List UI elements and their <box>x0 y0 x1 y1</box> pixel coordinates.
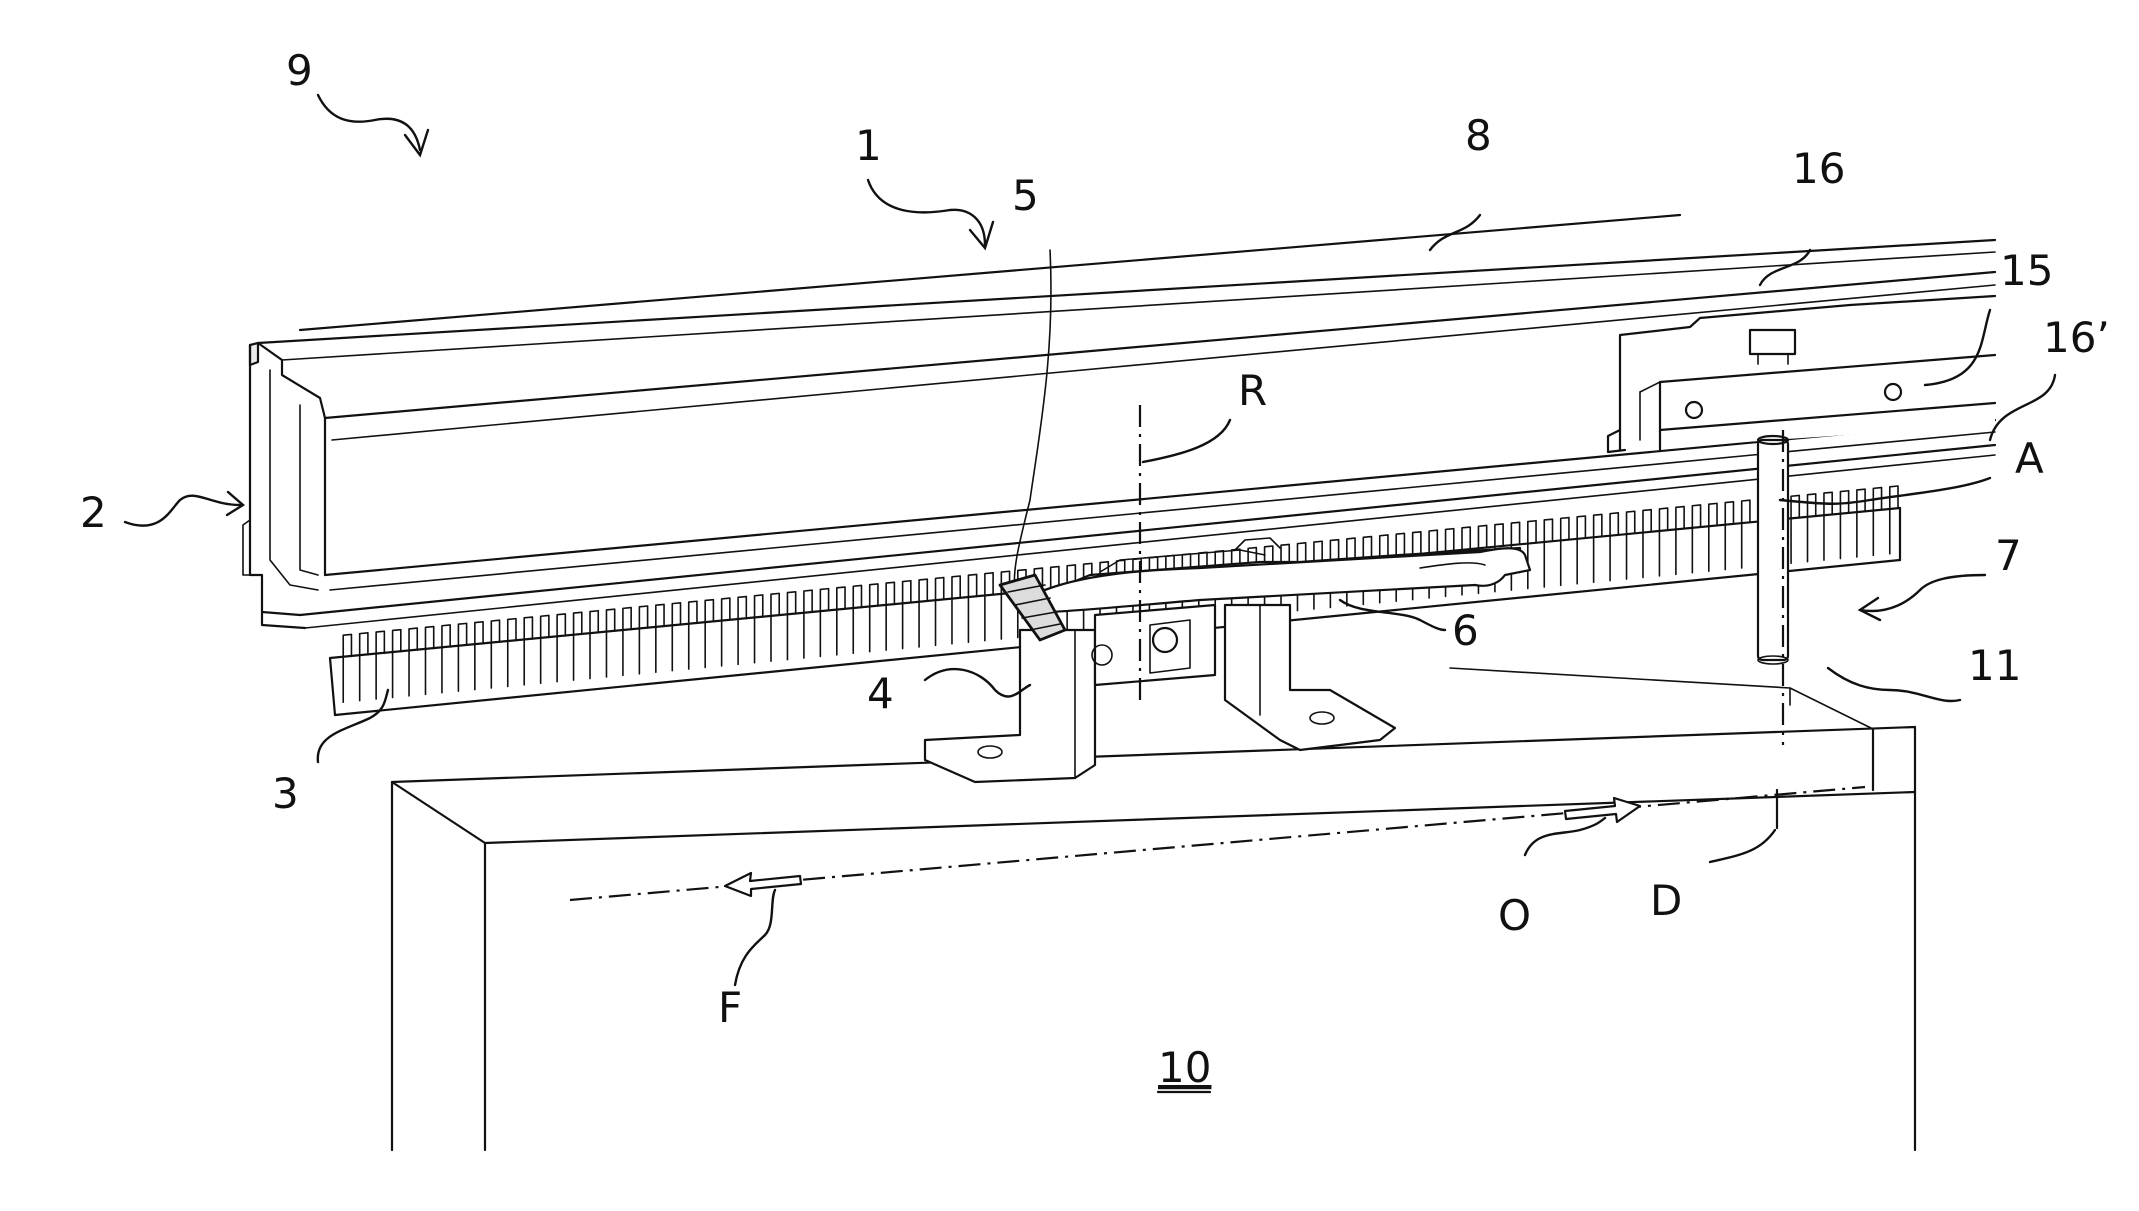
rack-tooth <box>820 589 828 612</box>
door-leaf <box>392 727 1915 1150</box>
label-1: 1 <box>855 121 882 170</box>
label-D: D <box>1650 876 1682 925</box>
rack-tooth <box>1495 524 1503 547</box>
label-3: 3 <box>272 769 299 818</box>
rack-tooth <box>623 608 631 631</box>
label-R: R <box>1238 366 1267 415</box>
label-2: 2 <box>80 488 107 537</box>
label-16: 16 <box>1792 144 1845 193</box>
rack-tooth <box>376 631 384 654</box>
rack-tooth <box>1561 518 1569 541</box>
rack-tooth <box>557 614 565 637</box>
label-10: 10 <box>1158 1043 1211 1092</box>
rack-tooth <box>541 615 549 638</box>
rack-tooth <box>755 595 763 618</box>
rack-tooth <box>656 604 664 627</box>
rack-tooth <box>804 590 812 613</box>
rack-tooth <box>1692 505 1700 528</box>
rack-tooth <box>672 603 680 626</box>
rack-tooth <box>639 606 647 629</box>
rack-tooth <box>393 630 401 653</box>
rack-tooth <box>787 592 795 615</box>
rack-tooth <box>343 634 351 657</box>
rack-tooth <box>1511 522 1519 545</box>
rack-tooth <box>870 584 878 607</box>
rack-tooth <box>1380 535 1388 558</box>
rack-tooth <box>574 612 582 635</box>
label-16-prime: 16’ <box>2043 313 2110 362</box>
rack-tooth <box>771 593 779 616</box>
rack-tooth <box>903 581 911 604</box>
rack-tooth <box>1577 516 1585 539</box>
rack-tooth <box>1478 525 1486 548</box>
rack-tooth <box>1791 495 1799 518</box>
label-7: 7 <box>1995 531 2022 580</box>
door-top-block <box>1450 668 1873 729</box>
rack-tooth <box>1544 519 1552 542</box>
label-O: O <box>1498 891 1531 940</box>
label-6: 6 <box>1452 606 1479 655</box>
rack-tooth <box>1709 503 1717 526</box>
rack-tooth <box>1594 514 1602 537</box>
rack-tooth <box>606 609 614 632</box>
rack-tooth <box>1676 507 1684 530</box>
label-A: A <box>2015 434 2044 483</box>
rack-tooth <box>952 576 960 599</box>
rack-tooth <box>689 601 697 624</box>
rack-tooth <box>1413 532 1421 555</box>
rack-tooth <box>590 611 598 634</box>
label-8: 8 <box>1465 111 1492 160</box>
rack-tooth <box>1742 500 1750 523</box>
rack-tooth <box>409 628 417 651</box>
label-F: F <box>718 983 742 1032</box>
rack-tooth <box>360 633 368 656</box>
rack-tooth <box>886 582 894 605</box>
label-4: 4 <box>867 669 894 718</box>
rack-tooth <box>968 574 976 597</box>
rack-tooth <box>1429 530 1437 553</box>
rack-tooth <box>475 622 483 645</box>
label-15: 15 <box>2000 246 2053 295</box>
rack-tooth <box>1808 494 1816 517</box>
rack-tooth <box>425 627 433 650</box>
rack-tooth <box>524 617 532 640</box>
rack-tooth <box>491 620 499 643</box>
rack-tooth <box>442 625 450 648</box>
rack-tooth <box>936 578 944 601</box>
rack-tooth <box>837 587 845 610</box>
label-9: 9 <box>286 46 313 95</box>
rack-tooth <box>1446 529 1454 552</box>
rack-tooth <box>1610 513 1618 536</box>
rack-tooth <box>919 579 927 602</box>
rack-tooth <box>458 623 466 646</box>
rack-tooth <box>853 585 861 608</box>
rack-tooth <box>1363 537 1371 560</box>
label-5: 5 <box>1012 171 1039 220</box>
rack-tooth <box>722 598 730 621</box>
rack-tooth <box>705 600 713 623</box>
rack-tooth <box>985 573 993 596</box>
rack-tooth <box>508 619 516 642</box>
label-11: 11 <box>1968 641 2021 690</box>
rack-tooth <box>1643 510 1651 533</box>
rack-tooth <box>1528 521 1536 544</box>
rack-tooth <box>738 597 746 620</box>
rack-tooth <box>1462 527 1470 550</box>
rack-tooth <box>1659 508 1667 531</box>
rack-tooth <box>1725 502 1733 525</box>
rack-tooth <box>1627 511 1635 534</box>
rack-tooth <box>1396 533 1404 556</box>
